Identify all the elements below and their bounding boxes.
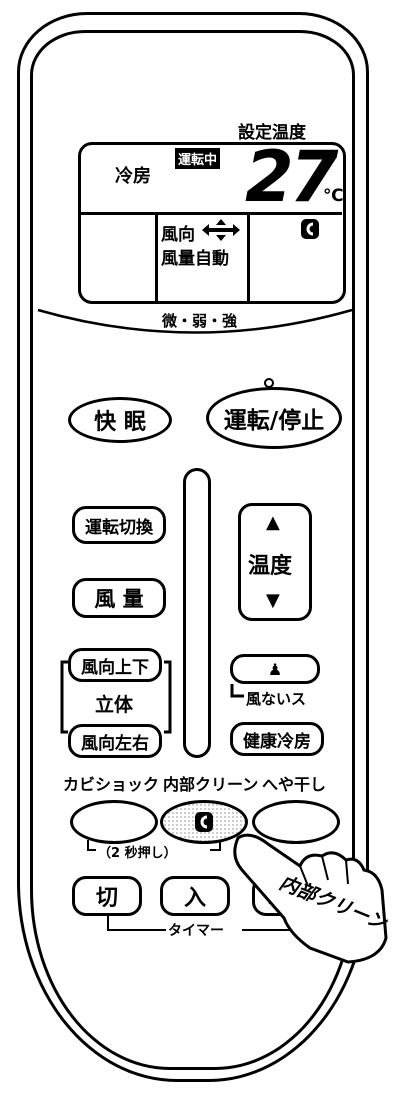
room-dry-button[interactable] xyxy=(252,800,340,844)
mode-label: 冷房 xyxy=(115,166,151,187)
center-slot xyxy=(183,468,211,758)
temperature-rocker xyxy=(238,503,312,621)
panel-divider-arc xyxy=(37,308,353,334)
horizontal-direction-button[interactable]: 風向左右 xyxy=(68,724,162,758)
timer-on-button[interactable]: 入 xyxy=(160,876,230,916)
pointing-hand-icon xyxy=(233,833,388,964)
clean-button-icon xyxy=(195,812,213,832)
wind-amount-auto: 風量自動 xyxy=(161,249,229,269)
power-button[interactable]: 運転/停止 xyxy=(206,387,342,449)
no-wind-button[interactable]: ♟ xyxy=(230,654,320,684)
setting-temp-label: 設定温度 xyxy=(238,123,306,143)
lcd-divider-horizontal xyxy=(80,212,342,215)
fan-speed-button[interactable]: 風 量 xyxy=(72,578,166,618)
room-dry-label: へや干し xyxy=(262,775,327,794)
lcd-divider-vertical-left xyxy=(155,212,158,302)
timer-off-button[interactable]: 切 xyxy=(72,876,142,916)
remote-outer-body xyxy=(17,12,369,1082)
running-badge: 運転中 xyxy=(175,148,221,169)
no-wind-bracket xyxy=(230,684,244,698)
kabi-shock-button[interactable] xyxy=(70,800,158,844)
clean-mode-icon xyxy=(300,218,320,240)
sleep-button[interactable]: 快 眠 xyxy=(68,397,172,443)
temperature-value: 27 xyxy=(245,136,338,218)
vertical-direction-button[interactable]: 風向上下 xyxy=(68,648,162,682)
no-wind-person-icon: ♟ xyxy=(267,659,283,679)
remote-inner-body xyxy=(30,30,355,1070)
timer-label: タイマー xyxy=(168,923,224,939)
temp-up-icon[interactable]: ▲ xyxy=(266,512,280,533)
temp-down-icon[interactable]: ▼ xyxy=(266,590,280,611)
internal-clean-button[interactable] xyxy=(160,800,248,844)
3d-label: 立体 xyxy=(95,694,134,716)
temperature-unit: ℃ xyxy=(323,186,344,206)
healthy-cooling-button[interactable]: 健康冷房 xyxy=(230,722,324,756)
internal-clean-label: 内部クリーン xyxy=(163,775,259,794)
lcd-divider-vertical-right xyxy=(247,212,250,302)
wind-direction-arrows-icon xyxy=(200,218,242,242)
two-sec-bracket xyxy=(87,840,221,851)
lcd-display xyxy=(78,142,346,304)
wind-direction-bracket xyxy=(60,660,172,734)
two-sec-press-label: （2 秒押し） xyxy=(98,846,177,861)
strength-scale: 微・弱・強 xyxy=(162,312,238,330)
kabi-shock-label: カビショック xyxy=(63,775,160,794)
wind-direction-label: 風向 xyxy=(161,225,195,245)
no-wind-label: 風ないス xyxy=(246,690,307,708)
temp-label: 温度 xyxy=(248,554,293,579)
mode-switch-button[interactable]: 運転切換 xyxy=(72,506,166,544)
